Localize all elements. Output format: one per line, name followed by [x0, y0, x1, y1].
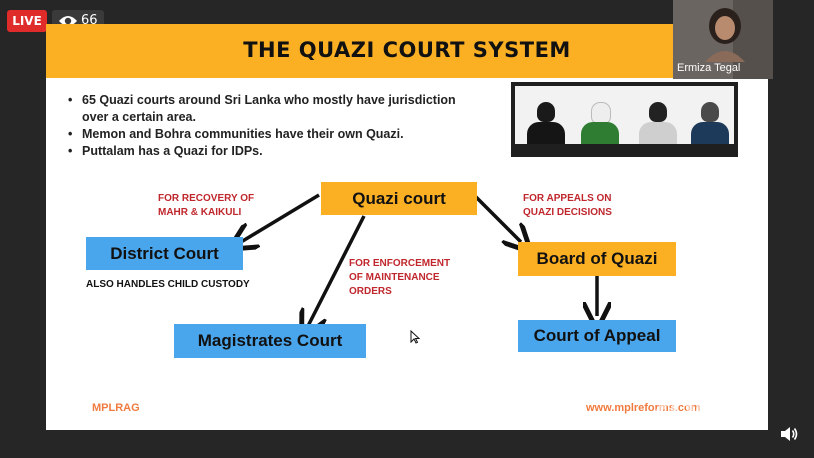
enforcement-note: FOR ENFORCEMENT OF MAINTENANCE ORDERS — [349, 258, 451, 297]
participant-video[interactable]: Ermiza Tegal — [673, 0, 773, 79]
arrow-to-board-of-quazi — [472, 193, 521, 242]
custody-note: ALSO HANDLES CHILD CUSTODY — [86, 279, 250, 290]
bullet-item: Puttalam has a Quazi for IDPs. — [68, 143, 468, 160]
district-court-box: District Court — [86, 237, 243, 270]
recovery-note: FOR RECOVERY OF MAHR & KAIKULI — [158, 193, 255, 218]
live-badge: LIVE — [7, 10, 47, 32]
eye-icon — [59, 16, 77, 26]
quazi-figures-image — [511, 82, 738, 157]
zoom-watermark: zoom — [648, 386, 759, 430]
footer-org: MPLRAG — [92, 402, 140, 414]
arrow-to-magistrates-court — [308, 215, 366, 326]
slide-title: THE QUAZI COURT SYSTEM — [243, 38, 571, 62]
quazi-court-box: Quazi court — [321, 182, 477, 215]
arrow-to-district-court — [241, 193, 320, 242]
bullet-list: 65 Quazi courts around Sri Lanka who mos… — [68, 92, 468, 160]
flow-arrows — [46, 193, 768, 430]
participant-name: Ermiza Tegal — [677, 62, 741, 74]
board-of-quazi-box: Board of Quazi — [518, 242, 676, 276]
figure-icon — [581, 102, 619, 144]
figure-icon — [527, 102, 565, 144]
bullet-item: Memon and Bohra communities have their o… — [68, 126, 468, 143]
court-of-appeal-box: Court of Appeal — [518, 320, 676, 352]
participant-silhouette — [705, 8, 745, 62]
mouse-cursor-icon — [410, 330, 420, 344]
bullet-item: 65 Quazi courts around Sri Lanka who mos… — [68, 92, 468, 126]
appeals-note: FOR APPEALS ON QUAZI DECISIONS — [523, 193, 612, 218]
magistrates-court-box: Magistrates Court — [174, 324, 366, 358]
figure-icon — [639, 102, 677, 144]
slide-title-banner — [46, 24, 768, 78]
speaker-icon[interactable] — [779, 424, 799, 444]
footer-website: www.mplreforms.com — [586, 402, 701, 414]
figure-icon — [691, 102, 729, 144]
presentation-slide: THE QUAZI COURT SYSTEM 65 Quazi courts a… — [46, 24, 768, 430]
